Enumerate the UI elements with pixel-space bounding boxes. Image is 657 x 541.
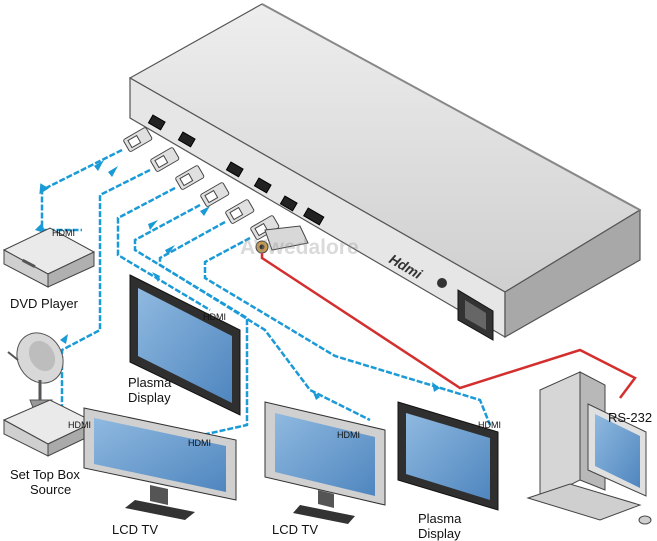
power-socket xyxy=(457,289,494,341)
rs232-connector xyxy=(255,225,309,254)
plasma-display-top xyxy=(129,274,241,416)
set-top-box-label-line1: Set Top Box xyxy=(10,467,80,482)
plasma-top-label-line1: Plasma xyxy=(128,375,172,390)
rs232-cable xyxy=(260,253,637,399)
dvd-player-label: DVD Player xyxy=(10,296,78,311)
hdmi-label-plasma-top: HDMI xyxy=(203,312,226,322)
hdmi-label-plasma-bottom: HDMI xyxy=(478,420,501,430)
lcd-tv-left xyxy=(83,407,237,520)
power-switch xyxy=(437,278,447,288)
plasma-top-label-line2: Display xyxy=(128,390,171,405)
computer xyxy=(526,371,652,525)
rs232-label: RS-232 xyxy=(608,410,653,425)
hdmi-label-dvd: HDMI xyxy=(52,228,75,238)
hdmi-label-lcd-left: HDMI xyxy=(188,438,211,448)
lcd-tv-right-label: LCD TV xyxy=(272,522,318,537)
lcd-tv-right xyxy=(264,401,386,524)
hdmi-label-lcd-right: HDMI xyxy=(337,430,360,440)
plasma-bottom-label-line1: Plasma xyxy=(418,511,462,526)
hdmi-cables xyxy=(34,148,492,442)
hdmi-switcher-unit xyxy=(128,3,642,341)
rear-ports xyxy=(147,114,325,226)
hdmi-label-stb: HDMI xyxy=(68,420,91,430)
dvd-player xyxy=(2,227,96,288)
plasma-bottom-label-line2: Display xyxy=(418,526,461,541)
lcd-tv-left-label: LCD TV xyxy=(112,522,158,537)
watermark: AVwedalore xyxy=(240,236,359,259)
plasma-display-bottom xyxy=(397,401,499,511)
hdmi-connectors xyxy=(123,127,280,240)
set-top-box-label-line2: Source xyxy=(30,482,72,497)
